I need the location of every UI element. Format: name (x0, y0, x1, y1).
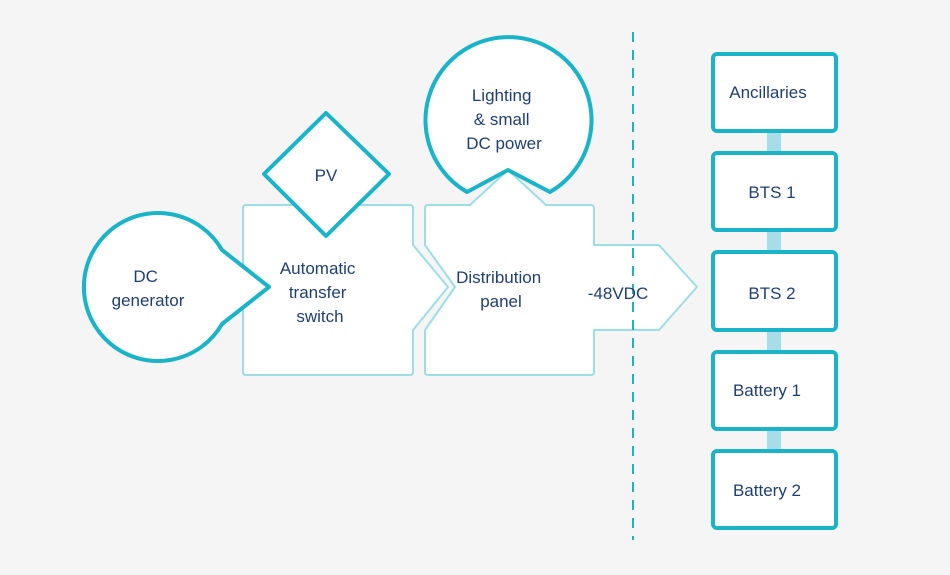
lighting-line-2: & small (474, 110, 530, 129)
stack-box-bts-2 (711, 250, 838, 332)
stack-box-bts-1 (711, 151, 838, 232)
pv-line-1: PV (315, 166, 338, 185)
stack-label-bts-2: BTS 2 (748, 284, 795, 303)
distribution-line-1: Distribution (456, 268, 541, 287)
pv-label: PV (315, 166, 338, 185)
ats-line-3: switch (296, 307, 343, 326)
ats-line-1: Automatic (280, 259, 356, 278)
lighting-line-1: Lighting (472, 86, 532, 105)
stack-box-ancillaries (711, 52, 838, 133)
distribution-panel-label: Distribution panel (456, 268, 546, 311)
distribution-line-2: panel (480, 292, 522, 311)
stack-box-battery-1 (711, 350, 838, 431)
dc-generator-line-1: DC (133, 267, 158, 286)
stack-connector (767, 429, 781, 451)
ats-line-2: transfer (289, 283, 347, 302)
ats-block (242, 204, 449, 376)
stack-connector (767, 330, 781, 352)
distribution-panel-block (424, 169, 698, 376)
stack-connector (767, 230, 781, 252)
stack-label-bts-1: BTS 1 (748, 183, 795, 202)
stack-box-battery-2 (711, 449, 838, 530)
dc-generator-shape (81, 211, 271, 363)
pv-diamond (262, 111, 391, 238)
ats-label: Automatic transfer switch (280, 259, 360, 326)
lighting-label: Lighting & small DC power (466, 86, 542, 153)
stack-connector (767, 131, 781, 153)
stack-label-battery-2: Battery 2 (733, 481, 801, 500)
stack-label-ancillaries: Ancillaries (729, 83, 806, 102)
output-voltage-line-1: -48VDC (588, 284, 648, 303)
stack-label-battery-1: Battery 1 (733, 381, 801, 400)
lighting-circle (423, 35, 594, 194)
dc-generator-line-2: generator (112, 291, 185, 310)
dc-generator-label: DC generator (112, 267, 185, 310)
lighting-line-3: DC power (466, 134, 542, 153)
output-voltage-label: -48VDC (588, 284, 648, 303)
